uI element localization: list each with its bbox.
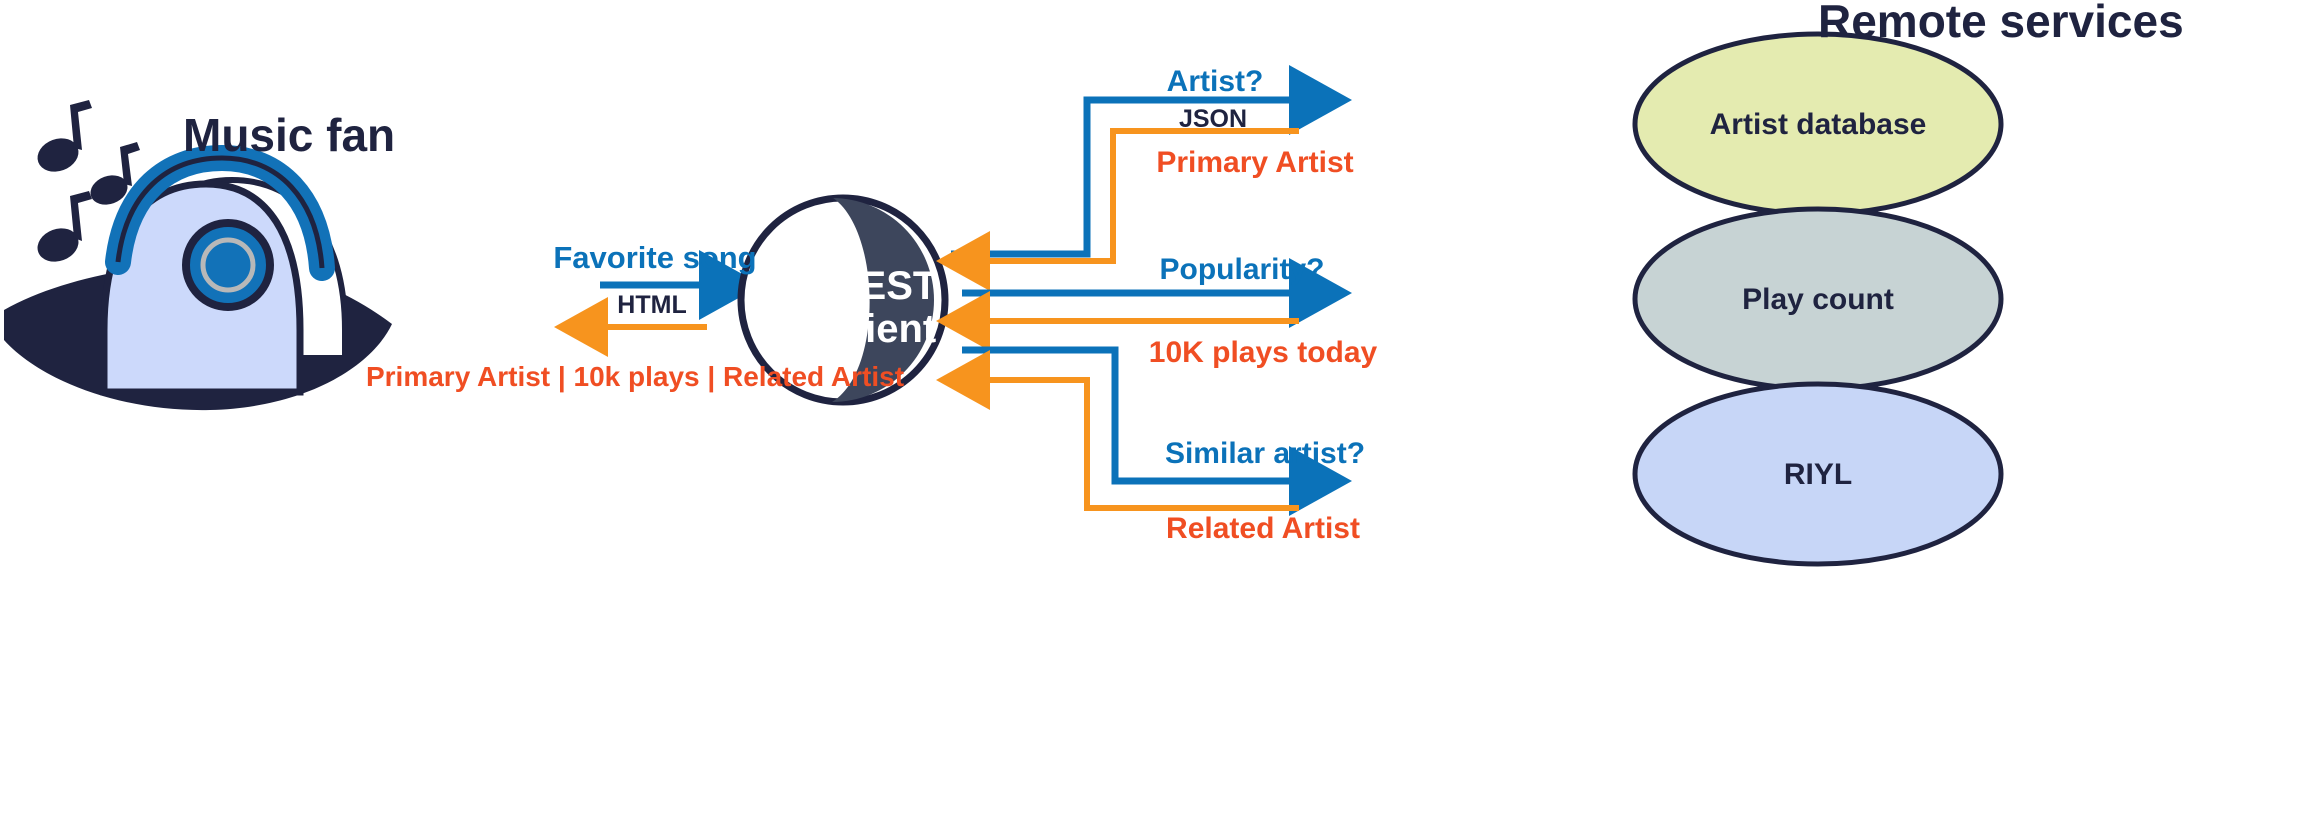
service-label-riyl: RIYL	[1783, 458, 1853, 491]
label-client-response: Primary Artist | 10k plays | Related Art…	[365, 361, 905, 392]
service-ellipse-riyl	[1632, 381, 2004, 567]
music-fan-label: Music fan	[183, 109, 396, 161]
label-artist-request: Artist?	[1166, 65, 1264, 98]
service-label-artist-database: Artist database	[1709, 108, 1927, 141]
label-favorite-song: Favorite song	[553, 240, 757, 275]
service-label-play-count: Play count	[1742, 283, 1894, 316]
label-html-format: HTML	[617, 291, 687, 319]
music-fan-illustration	[4, 100, 392, 411]
rest-client-sphere	[737, 194, 949, 406]
rest-client-label-line2: client	[831, 307, 937, 352]
label-artist-response: Primary Artist	[1156, 146, 1354, 179]
path-request-similar	[962, 346, 1352, 516]
label-popularity-response: 10K plays today	[1148, 336, 1378, 369]
music-notes-icon	[37, 100, 140, 262]
label-popularity-request: Popularity?	[1159, 253, 1325, 286]
rest-client-label-line1: REST	[830, 264, 938, 308]
label-similar-artist-request: Similar artist?	[1164, 437, 1366, 470]
path-request-artist	[951, 65, 1352, 258]
label-json-format: JSON	[1178, 105, 1248, 133]
remote-services-title: Remote services	[1818, 0, 2184, 47]
path-response-artist	[936, 128, 1299, 291]
label-similar-artist-response: Related Artist	[1166, 512, 1360, 545]
path-response-similar	[936, 350, 1299, 511]
rest-client-label: REST client	[830, 264, 938, 352]
